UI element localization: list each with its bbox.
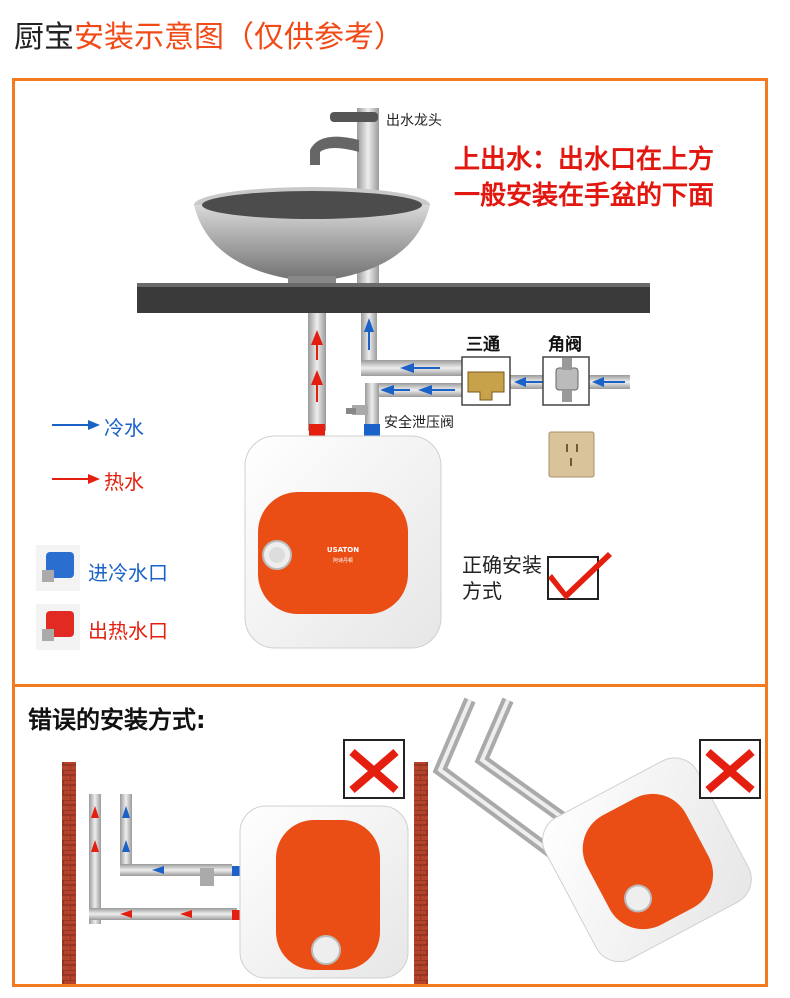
cold-inlet-fitting-icon	[36, 545, 80, 591]
heater-brand-sub-text: 阿诗丹顿	[333, 557, 353, 564]
hot-outlet-fitting-icon	[36, 604, 80, 650]
hot-arrow-icon	[52, 474, 100, 484]
diagram-frame	[12, 78, 768, 987]
sink-bowl	[194, 187, 430, 288]
cold-water-pipe	[361, 313, 630, 431]
countertop	[137, 283, 650, 313]
wrong-install-2	[414, 697, 761, 984]
check-mark-icon	[547, 552, 612, 600]
heater-brand-text: USATON	[327, 546, 359, 554]
faucet-label: 出水龙头	[386, 113, 442, 129]
cold-inlet-legend: 进冷水口	[88, 561, 168, 585]
hot-outlet-legend: 出热水口	[88, 619, 168, 643]
angle-valve-label: 角阀	[548, 335, 582, 355]
cold-water-legend: 冷水	[104, 416, 144, 440]
tee-fitting	[461, 356, 511, 406]
page-title: 厨宝安装示意图（仅供参考）	[14, 18, 404, 58]
hot-water-legend: 热水	[104, 470, 144, 494]
wall-socket	[548, 431, 595, 478]
water-heater	[244, 424, 442, 649]
wrong-section-title: 错误的安装方式:	[28, 706, 206, 734]
section-divider	[12, 684, 768, 687]
cold-arrow-icon	[52, 420, 100, 430]
note-line-1: 上出水：出水口在上方	[454, 145, 715, 175]
safety-valve	[346, 405, 368, 415]
tee-label: 三通	[466, 335, 500, 355]
note-line-2: 一般安装在手盆的下面	[454, 181, 715, 211]
hot-water-pipe	[308, 313, 326, 431]
wrong-install-1	[62, 739, 409, 984]
title-brand: 厨宝	[14, 20, 74, 55]
correct-install-label: 正确安装方式	[462, 553, 542, 603]
title-subject: 安装示意图（仅供参考）	[74, 20, 404, 55]
angle-valve	[542, 356, 590, 406]
safety-valve-label: 安全泄压阀	[384, 415, 454, 431]
